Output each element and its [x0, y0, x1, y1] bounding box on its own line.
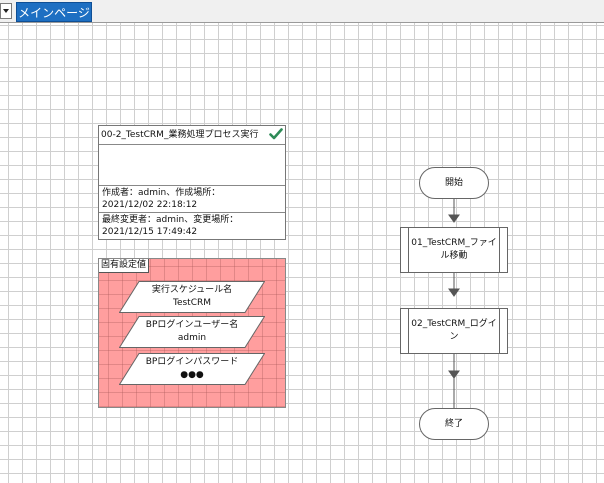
process-canvas[interactable]: 00-2_TestCRM_業務処理プロセス実行 作成者：admin、作成場所： … [0, 23, 604, 483]
parallelogram-shape [119, 316, 265, 348]
process-info-panel[interactable]: 00-2_TestCRM_業務処理プロセス実行 作成者：admin、作成場所： … [98, 125, 286, 240]
arrow-head [448, 370, 460, 379]
constant-item-schedule-name[interactable]: 実行スケジュール名 TestCRM [119, 281, 265, 313]
constants-panel[interactable]: 固有設定値 実行スケジュール名 TestCRM BPログインユーザー名 admi… [98, 258, 286, 408]
process-step-label: 02_TestCRM_ログイン [411, 319, 497, 342]
flow-connectors [448, 199, 460, 408]
constant-name: BPログインパスワード [145, 357, 239, 367]
constants-header: 固有設定値 [99, 259, 150, 273]
process-step-login[interactable]: 02_TestCRM_ログイン [400, 308, 508, 354]
tab-bar: メインページ [0, 0, 604, 23]
created-timestamp: 2021/12/02 22:18:12 [102, 200, 198, 210]
constant-item-login-password[interactable]: BPログインパスワード ●●● [119, 353, 265, 385]
constant-value: TestCRM [172, 298, 212, 308]
constant-name: 実行スケジュール名 [151, 285, 233, 295]
start-node[interactable]: 開始 [419, 167, 489, 199]
constant-value: admin [177, 333, 207, 343]
constant-item-login-user[interactable]: BPログインユーザー名 admin [119, 316, 265, 348]
modified-by-label: 最終変更者：admin、変更場所： [102, 215, 239, 225]
parallelogram-shape [119, 353, 265, 385]
process-step-label: 01_TestCRM_ファイル移動 [411, 238, 497, 261]
arrow-head [448, 288, 460, 297]
process-step-file-move[interactable]: 01_TestCRM_ファイル移動 [400, 227, 508, 273]
end-node[interactable]: 終了 [419, 408, 489, 440]
arrow-head [448, 214, 460, 223]
tab-main-page[interactable]: メインページ [16, 2, 92, 22]
created-by-label: 作成者：admin、作成場所： [102, 188, 221, 198]
constant-name: BPログインユーザー名 [145, 320, 239, 330]
chevron-down-icon [3, 9, 9, 13]
created-info: 作成者：admin、作成場所： 2021/12/02 22:18:12 [99, 185, 285, 212]
parallelogram-shape [119, 281, 265, 313]
tab-list-dropdown-button[interactable] [0, 3, 12, 19]
modified-info: 最終変更者：admin、変更場所： 2021/12/15 17:49:42 [99, 212, 285, 240]
constant-value: ●●● [180, 370, 204, 380]
check-icon [269, 128, 283, 140]
process-title: 00-2_TestCRM_業務処理プロセス実行 [101, 130, 259, 140]
process-description [99, 144, 285, 185]
modified-timestamp: 2021/12/15 17:49:42 [102, 227, 198, 237]
